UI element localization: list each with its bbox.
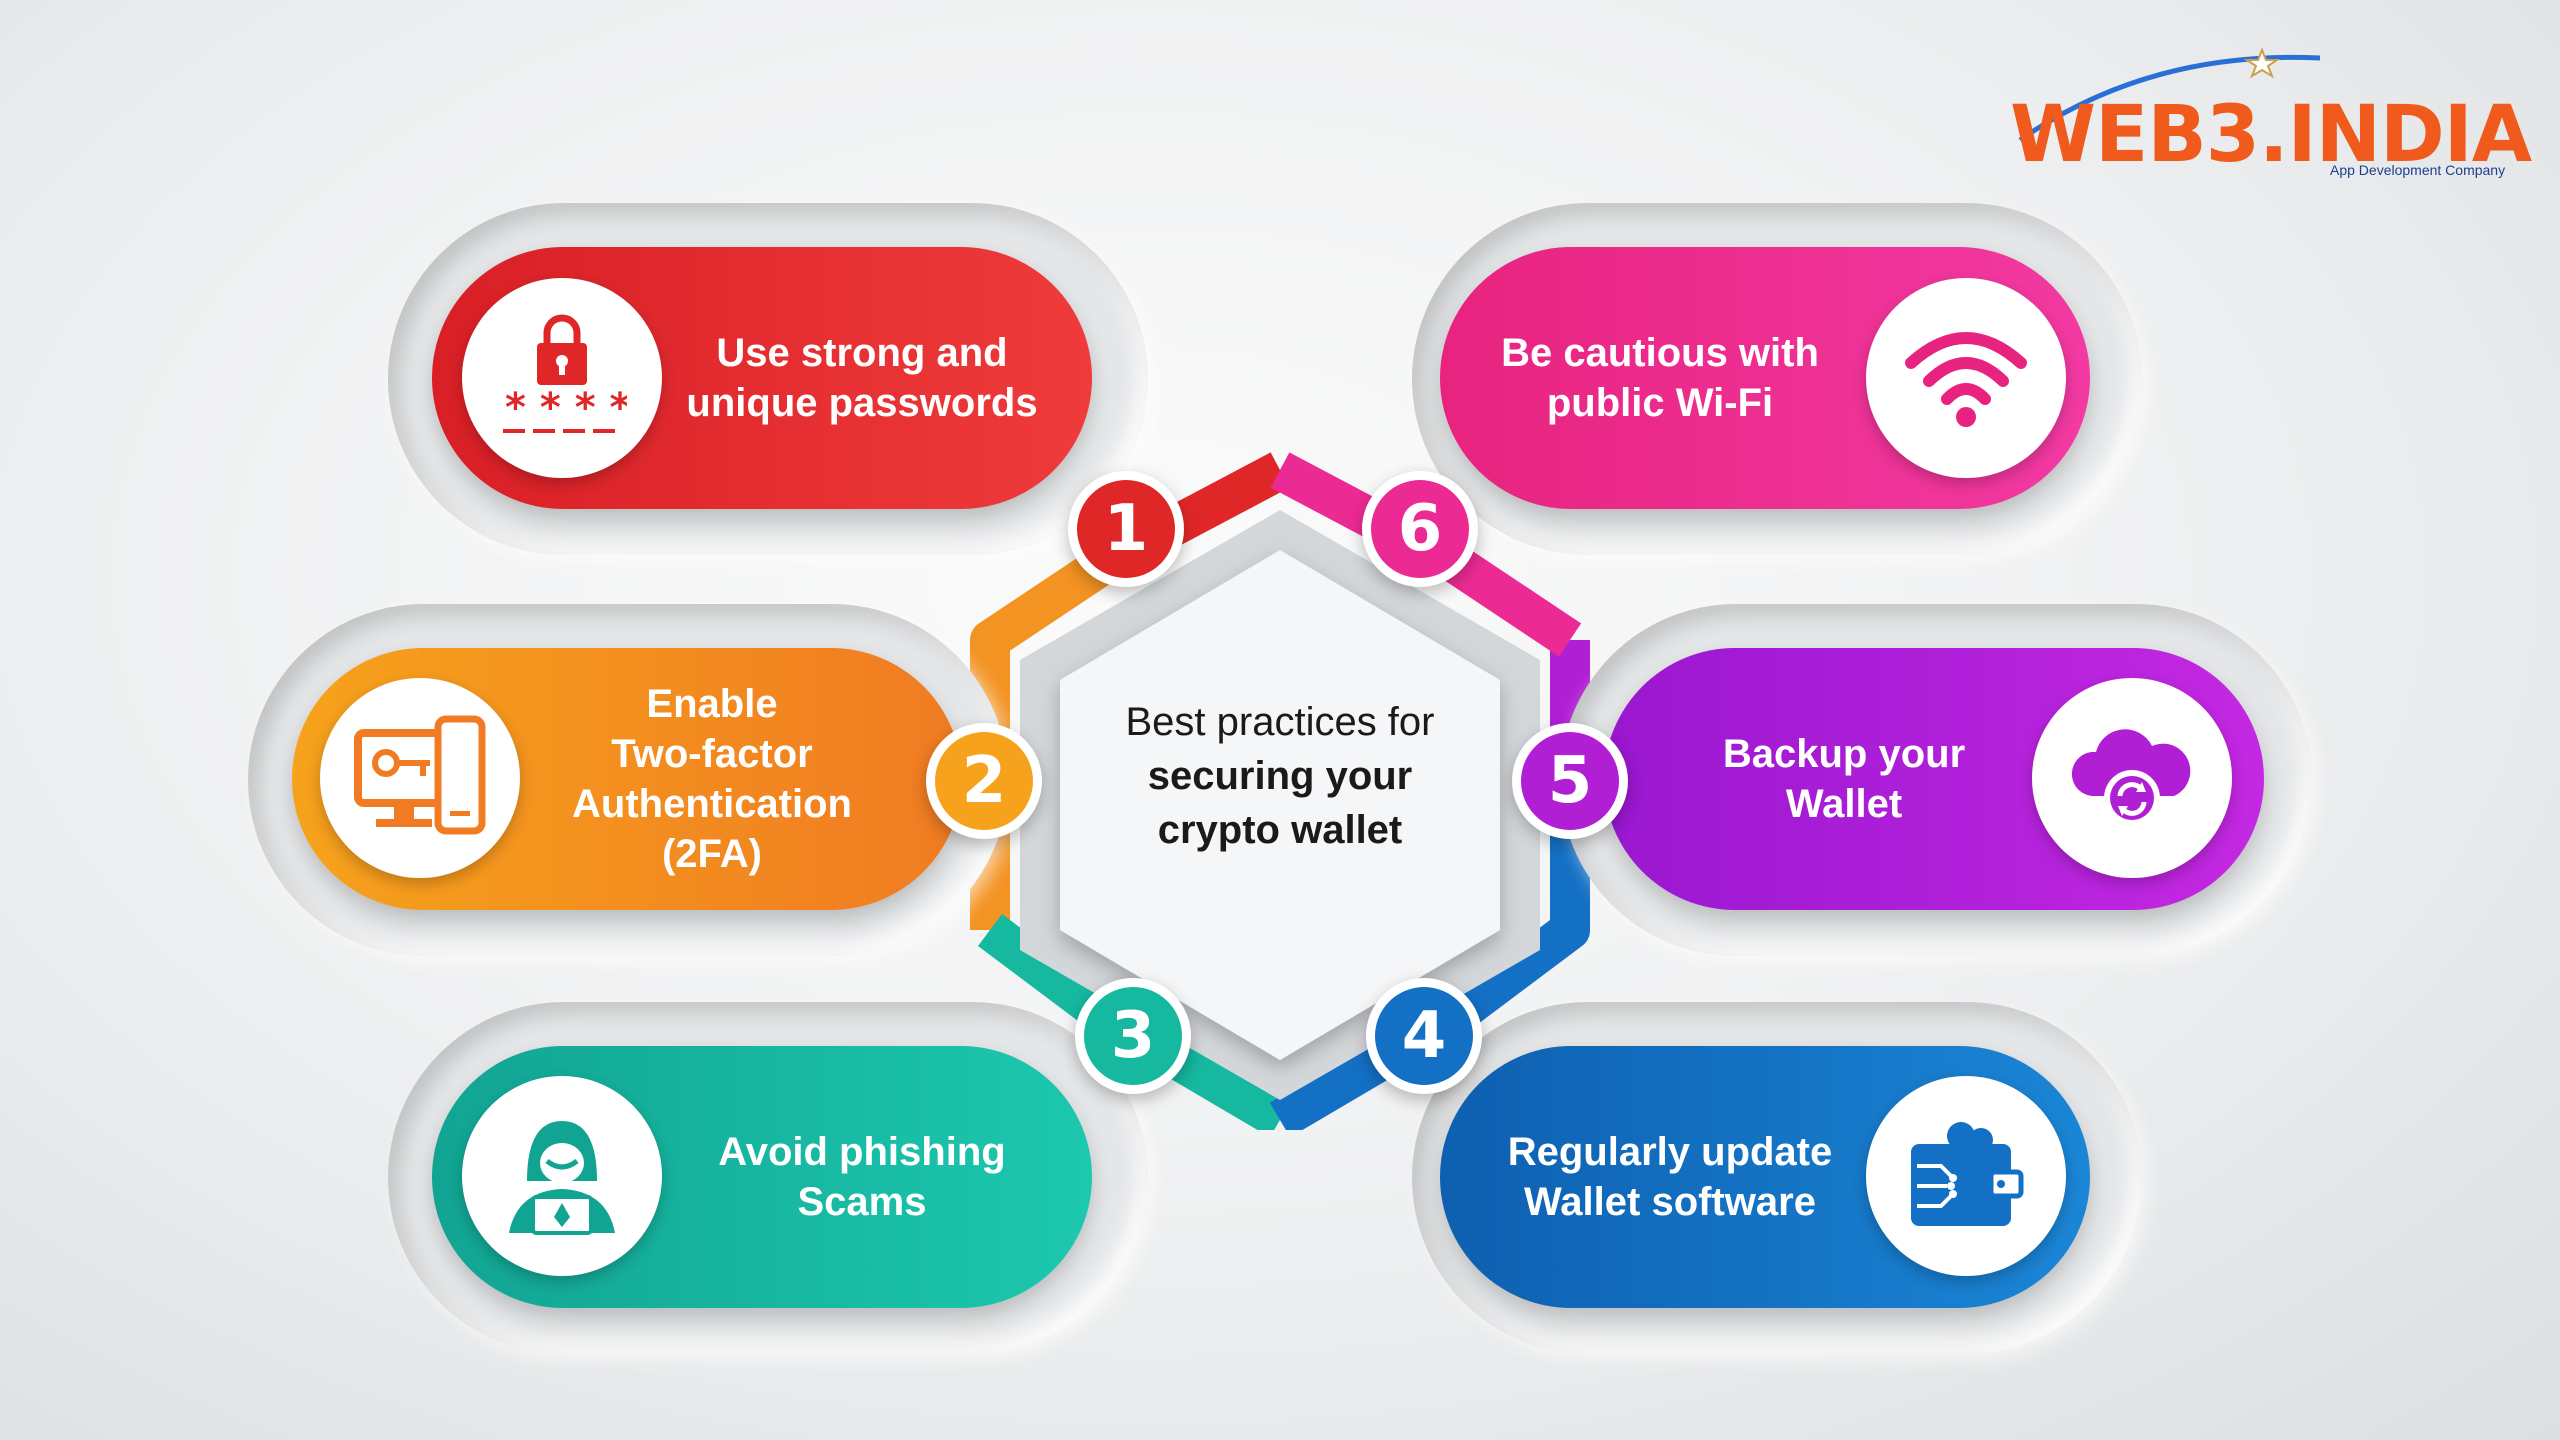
- badge-4-number: 4: [1375, 987, 1473, 1085]
- badge-6-number: 6: [1371, 480, 1469, 578]
- item-1-label: Use strong and unique passwords: [686, 331, 1038, 425]
- item-5-icon-circle: [2032, 678, 2232, 878]
- center-title-line2: securing your: [1147, 754, 1413, 798]
- item-1-icon-circle: * * * *: [462, 278, 662, 478]
- badge-4: 4: [1366, 978, 1482, 1094]
- item-3-label: Avoid phishing Scams: [718, 1130, 1006, 1224]
- item-5-label: Backup your Wallet: [1722, 732, 1966, 826]
- logo-swoosh-icon: [2018, 47, 2321, 143]
- badge-6: 6: [1362, 471, 1478, 587]
- brand-logo: WEB3.INDIA App Development Company: [2000, 30, 2532, 190]
- badge-2-number: 2: [935, 732, 1033, 830]
- item-2-icon-circle: [320, 678, 520, 878]
- wifi-icon: [1905, 332, 2027, 427]
- wallet-icon: [1911, 1122, 2024, 1226]
- badge-2: 2: [926, 723, 1042, 839]
- center-title-line1: Best practices for: [1125, 700, 1435, 744]
- lock-password-icon: * * * *: [503, 314, 627, 433]
- badge-1: 1: [1068, 471, 1184, 587]
- badge-3-number: 3: [1084, 987, 1182, 1085]
- cloud-sync-icon: [2071, 729, 2191, 826]
- badge-1-number: 1: [1077, 480, 1175, 578]
- hacker-icon: [509, 1121, 615, 1235]
- logo-wordmark: WEB3.INDIA: [2010, 90, 2532, 180]
- item-4-label: Regularly update Wallet software: [1507, 1130, 1833, 1224]
- badge-3: 3: [1075, 978, 1191, 1094]
- item-6-icon-circle: [1866, 278, 2066, 478]
- badge-5-number: 5: [1521, 732, 1619, 830]
- item-2-label: Enable Two-factor Authentication (2FA): [572, 682, 852, 876]
- badge-5: 5: [1512, 723, 1628, 839]
- item-6-label: Be cautious with public Wi-Fi: [1501, 331, 1819, 425]
- center-title: Best practices for securing your crypto …: [1080, 695, 1480, 857]
- computer-key-icon: [354, 715, 486, 835]
- center-title-line3: crypto wallet: [1157, 808, 1403, 852]
- svg-text:* * * *: * * * *: [505, 385, 627, 431]
- item-3-icon-circle: [462, 1076, 662, 1276]
- item-4-icon-circle: [1866, 1076, 2066, 1276]
- logo-tagline: App Development Company: [2330, 162, 2506, 178]
